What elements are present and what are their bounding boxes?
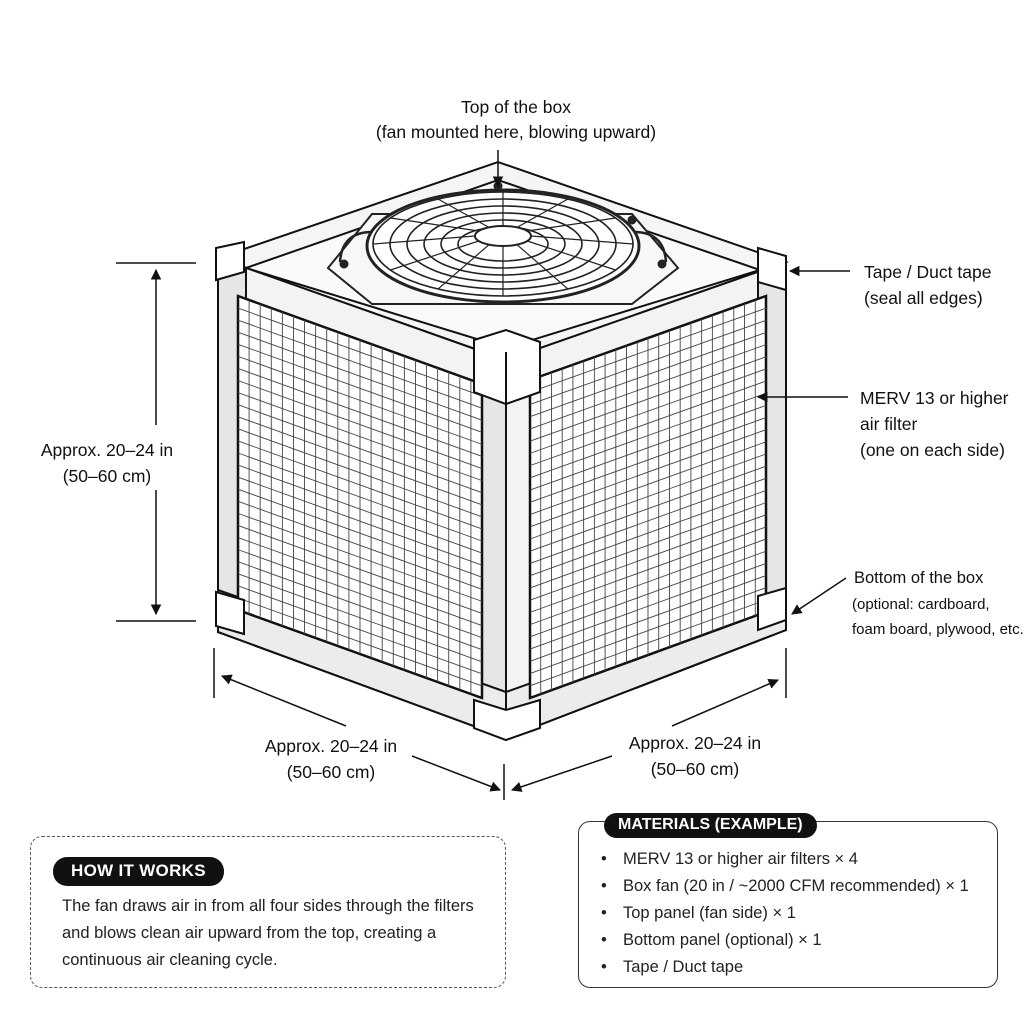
materials-title: MATERIALS (EXAMPLE) [604,813,817,838]
filter-label-1: MERV 13 or higher [860,388,1009,408]
callout-arrows [492,150,850,615]
right-filter [528,294,768,700]
dimension-lines [116,262,787,800]
bottom-label-title: Bottom of the box [854,569,984,587]
corner-tape [215,240,787,742]
height-label-1: Approx. 20–24 in [41,440,173,460]
how-it-works-text: The fan draws air in from all four sides… [62,897,474,969]
width-right-label-2: (50–60 cm) [651,759,740,779]
height-label-2: (50–60 cm) [63,466,152,486]
tape-label-sub: (seal all edges) [864,288,983,308]
list-item: Bottom panel (optional) × 1 [601,927,993,954]
how-it-works-title: HOW IT WORKS [53,857,224,886]
filter-label-2: air filter [860,414,918,434]
top-label-title: Top of the box [461,97,571,117]
bottom-label-sub2: foam board, plywood, etc.) [852,621,1024,638]
width-left-label-1: Approx. 20–24 in [265,736,397,756]
list-item: MERV 13 or higher air filters × 4 [601,846,993,873]
filter-label-3: (one on each side) [860,440,1005,460]
width-right-label-1: Approx. 20–24 in [629,733,761,753]
box-fan [326,181,680,305]
bottom-label-sub1: (optional: cardboard, [852,596,990,613]
top-label-sub: (fan mounted here, blowing upward) [376,122,656,142]
materials-list: MERV 13 or higher air filters × 4 Box fa… [601,846,993,981]
list-item: Box fan (20 in / ~2000 CFM recommended) … [601,873,993,900]
width-left-label-2: (50–60 cm) [287,762,376,782]
diagram-labels: Top of the box (fan mounted here, blowin… [41,97,1024,782]
tape-label-title: Tape / Duct tape [864,262,991,282]
how-it-works-panel: HOW IT WORKS The fan draws air in from a… [30,836,506,988]
materials-panel: MATERIALS (EXAMPLE) MERV 13 or higher ai… [578,813,998,988]
left-filter [236,294,484,700]
list-item: Top panel (fan side) × 1 [601,900,993,927]
list-item: Tape / Duct tape [601,954,993,981]
